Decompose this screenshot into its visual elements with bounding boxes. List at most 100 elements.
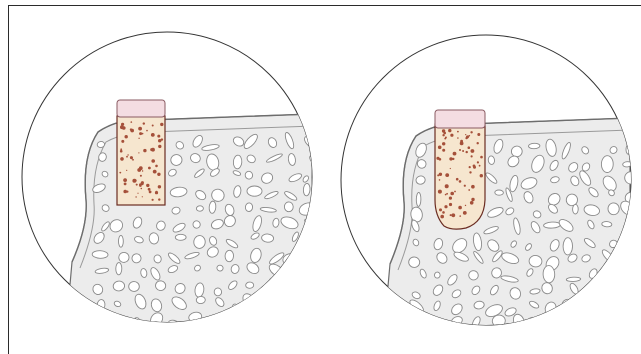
graft-speckle	[152, 125, 154, 127]
graft-speckle	[122, 126, 126, 130]
graft-speckle	[469, 135, 471, 137]
graft-speckle	[439, 173, 442, 176]
graft-speckle	[123, 178, 127, 182]
graft-speckle	[450, 134, 453, 137]
graft-speckle	[477, 161, 479, 163]
graft-speckle	[459, 180, 462, 183]
graft-speckle	[126, 170, 127, 171]
graft-speckle	[454, 191, 456, 193]
marrow-space	[629, 222, 636, 231]
graft-speckle	[459, 215, 461, 217]
marrow-space	[608, 203, 620, 215]
marrow-space	[283, 314, 295, 327]
graft-speckle	[470, 131, 472, 133]
marrow-space	[546, 313, 559, 328]
graft-speckle	[130, 156, 133, 159]
graft-speckle	[438, 190, 442, 194]
graft-speckle	[139, 132, 142, 135]
graft-speckle	[471, 149, 475, 153]
graft-speckle	[146, 130, 148, 132]
graft-speckle	[146, 184, 149, 187]
graft-speckle	[445, 184, 449, 188]
graft-speckle	[141, 188, 143, 190]
graft-speckle	[442, 134, 444, 136]
graft-speckle	[463, 211, 467, 215]
graft-speckle	[477, 133, 480, 136]
graft-speckle	[439, 158, 442, 161]
graft-speckle	[457, 137, 459, 139]
right-graft-cap	[435, 110, 485, 128]
graft-speckle	[151, 133, 155, 137]
graft-speckle	[459, 149, 461, 151]
marrow-space	[599, 285, 615, 301]
graft-speckle	[160, 123, 163, 126]
graft-speckle	[462, 150, 464, 152]
graft-speckle	[158, 185, 161, 188]
graft-speckle	[148, 167, 151, 170]
graft-speckle	[480, 174, 483, 177]
graft-speckle	[468, 189, 470, 191]
graft-speckle	[136, 184, 138, 186]
graft-speckle	[471, 155, 473, 157]
marrow-space	[584, 300, 603, 311]
marrow-space	[245, 203, 253, 212]
marrow-space	[573, 204, 579, 214]
panel-right-tapered-graft	[341, 35, 640, 334]
graft-speckle	[442, 142, 445, 145]
graft-speckle	[137, 168, 141, 172]
graft-speckle	[148, 188, 151, 191]
graft-speckle	[471, 198, 474, 201]
graft-speckle	[139, 183, 141, 185]
graft-speckle	[479, 165, 481, 167]
graft-speckle	[121, 140, 124, 143]
marrow-space	[128, 281, 139, 291]
graft-speckle	[134, 179, 136, 181]
graft-speckle	[155, 191, 158, 194]
graft-speckle	[119, 172, 121, 174]
marrow-space	[617, 282, 630, 295]
marrow-space	[604, 304, 612, 311]
graft-speckle	[143, 149, 146, 152]
left-graft-cap	[117, 100, 165, 117]
graft-speckle	[137, 193, 138, 194]
graft-speckle	[442, 149, 445, 152]
marrow-space	[230, 313, 244, 331]
graft-speckle	[458, 206, 462, 210]
panel-left-flat-graft	[22, 32, 321, 331]
marrow-space	[599, 272, 611, 288]
graft-speckle	[453, 152, 457, 156]
graft-speckle	[444, 205, 447, 208]
marrow-space	[416, 192, 421, 206]
graft-speckle	[464, 185, 466, 187]
graft-speckle	[480, 156, 483, 159]
graft-speckle	[445, 173, 449, 177]
graft-speckle	[157, 173, 160, 176]
graft-speckle	[442, 211, 445, 214]
graft-speckle	[471, 185, 475, 189]
marrow-space	[488, 156, 495, 165]
marrow-space	[625, 237, 640, 252]
graft-speckle	[439, 208, 442, 211]
marrow-space	[602, 221, 612, 227]
graft-speckle	[151, 159, 155, 163]
graft-speckle	[449, 157, 452, 160]
graft-speckle	[158, 145, 161, 148]
marrow-space	[601, 156, 613, 173]
marrow-space	[283, 293, 293, 309]
marrow-space	[247, 186, 262, 196]
marrow-space	[196, 296, 205, 304]
graft-speckle	[153, 170, 157, 174]
graft-speckle	[158, 198, 160, 200]
graft-speckle	[450, 168, 451, 169]
marrow-space	[564, 318, 571, 328]
marrow-space	[587, 321, 596, 334]
marrow-space	[265, 298, 279, 311]
graft-speckle	[135, 196, 136, 197]
graft-speckle	[440, 215, 444, 219]
marrow-space	[303, 301, 312, 309]
marrow-space	[543, 265, 555, 283]
marrow-space	[623, 300, 635, 310]
marrow-space	[225, 250, 234, 262]
marrow-space	[250, 309, 261, 327]
